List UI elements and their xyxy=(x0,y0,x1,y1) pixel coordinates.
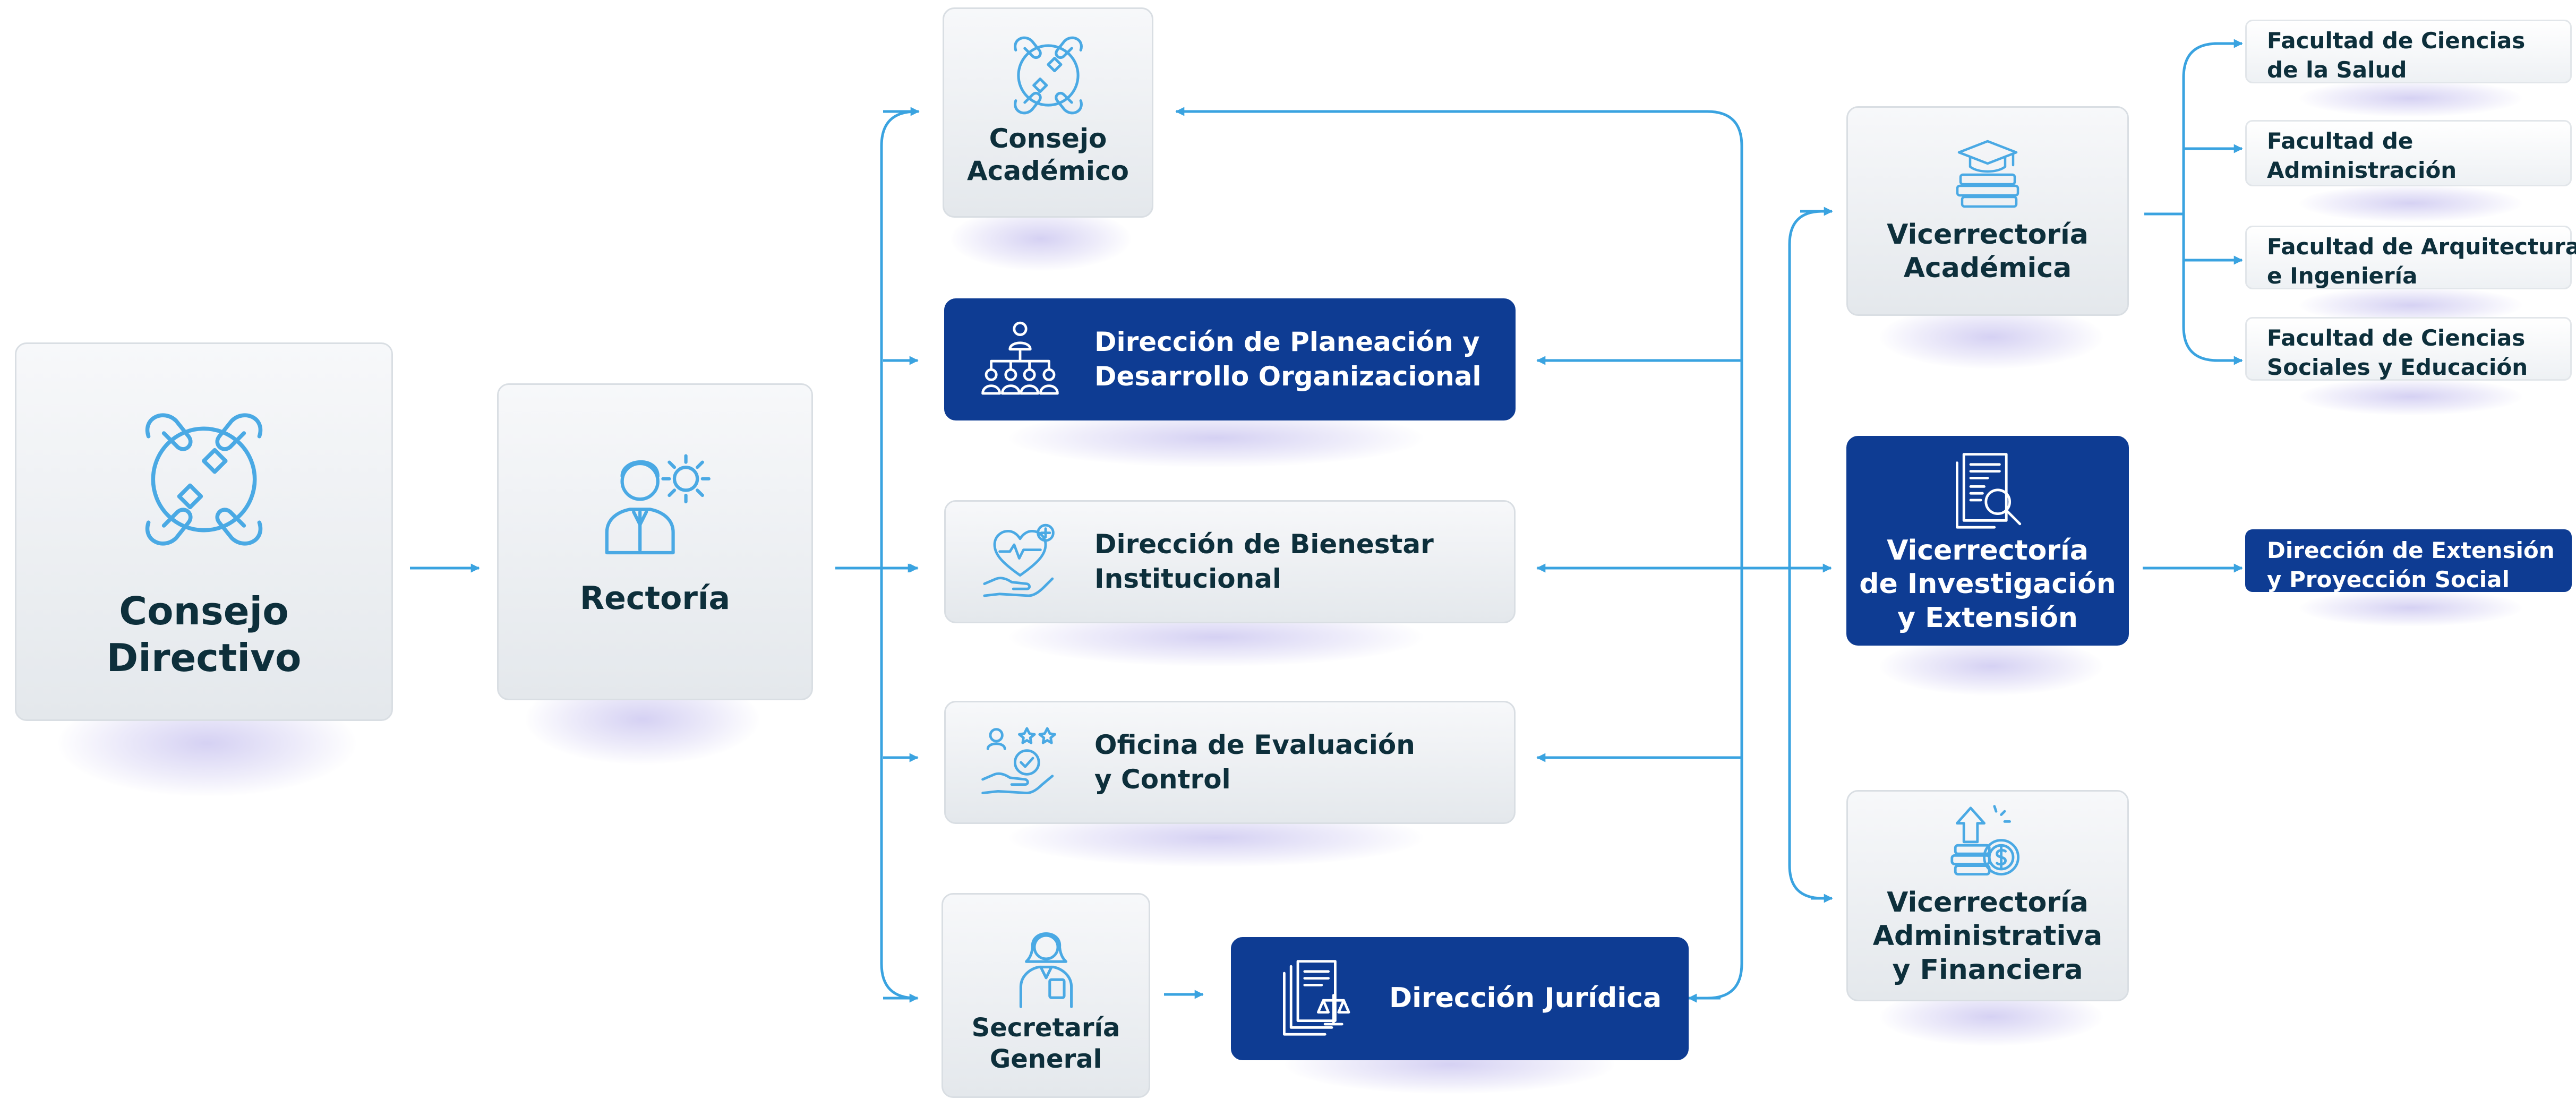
manager-gear-icon xyxy=(605,454,711,555)
faculty-label: Sociales y Educación xyxy=(2267,354,2528,380)
faculty-box[interactable]: Facultad de Administración xyxy=(2245,120,2572,186)
faculties-bus xyxy=(2182,42,2218,362)
shadow xyxy=(1880,305,2103,369)
hands-circle-icon xyxy=(145,413,263,546)
faculty-label: Administración xyxy=(2267,157,2457,183)
org-hierarchy-icon xyxy=(981,321,1059,395)
shadow xyxy=(951,207,1131,271)
faculty-box[interactable]: Facultad de Ciencias de la Salud xyxy=(2245,20,2572,83)
heart-care-hand-icon xyxy=(983,523,1055,597)
faculty-box[interactable]: Facultad de Ciencias Sociales y Educació… xyxy=(2245,317,2572,381)
shadow xyxy=(2299,589,2522,626)
faculty-label: e Ingeniería xyxy=(2267,262,2418,289)
shadow xyxy=(2299,378,2522,415)
extension-label: y Proyección Social xyxy=(2267,566,2510,593)
legal-documents-scale-icon xyxy=(1283,960,1350,1036)
extension-label: Dirección de Extensión xyxy=(2267,537,2555,563)
vicerrectorias-bus xyxy=(1788,210,1823,900)
shadow xyxy=(1880,637,2103,696)
document-search-icon xyxy=(1956,453,2022,529)
money-growth-icon xyxy=(1950,805,2019,875)
shadow xyxy=(2299,185,2522,222)
extension-box[interactable]: Dirección de Extensión y Proyección Soci… xyxy=(2245,529,2572,593)
faculty-label: Facultad de Ciencias xyxy=(2267,28,2526,54)
graduation-books-icon xyxy=(1956,140,2019,208)
node-label: Dirección Jurídica xyxy=(1389,982,1662,1015)
rating-hand-icon xyxy=(981,727,1056,794)
faculty-label: de la Salud xyxy=(2267,56,2407,83)
left-bus xyxy=(880,110,917,1000)
faculty-label: Facultad de Arquitectura xyxy=(2267,234,2576,260)
faculty-label: Facultad de Ciencias xyxy=(2267,325,2526,351)
shadow xyxy=(2299,80,2522,117)
faculty-box[interactable]: Facultad de Arquitectura e Ingeniería xyxy=(2245,226,2576,289)
rectoria-node[interactable]: Rectoría xyxy=(497,383,813,700)
right-bus xyxy=(1178,110,1743,1000)
hands-circle-icon xyxy=(1013,36,1083,115)
node-label: Rectoría xyxy=(579,580,730,617)
faculty-label: Facultad de xyxy=(2267,128,2414,154)
secretary-woman-icon xyxy=(1019,932,1073,1008)
juridica-node[interactable]: Dirección Jurídica xyxy=(1231,937,1689,1060)
